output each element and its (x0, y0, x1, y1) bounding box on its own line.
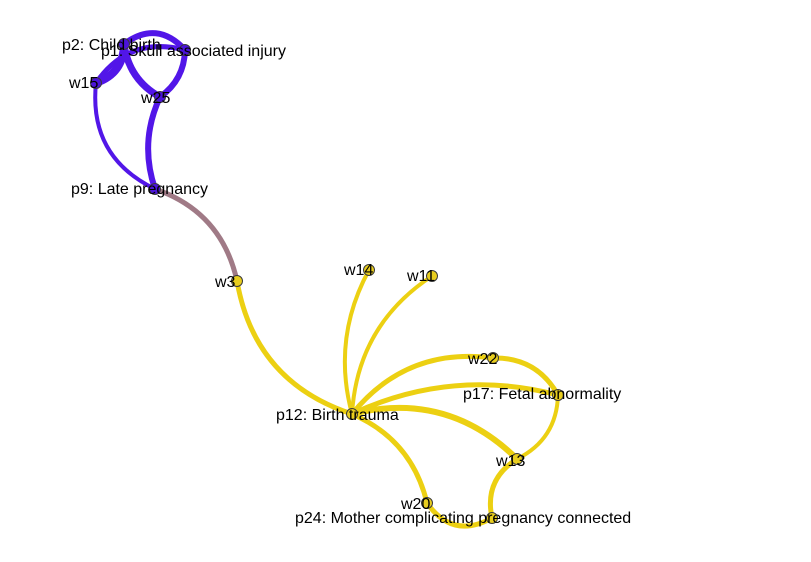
node-label-p1: p1: Skull associated injury (101, 43, 286, 60)
edge-p2-p1 (121, 30, 188, 53)
node-p17[interactable] (552, 389, 564, 401)
edge-w22-p17 (490, 355, 561, 398)
node-w3[interactable] (231, 275, 243, 287)
edge-p12-w13 (349, 405, 520, 462)
node-label-p12: p12: Birth trauma (276, 407, 399, 424)
edge-w13-p24 (487, 456, 520, 521)
node-label-w11: w11 (406, 268, 435, 285)
edge-p17-w13 (515, 393, 560, 461)
node-p9[interactable] (149, 183, 161, 195)
edges-layer (92, 30, 561, 529)
edge-p12-w14 (342, 268, 371, 416)
node-label-w20: w20 (400, 496, 430, 513)
node-w15[interactable] (90, 77, 102, 89)
node-w13[interactable] (511, 453, 523, 465)
node-label-w13: w13 (495, 453, 525, 470)
nodes-layer (90, 38, 564, 524)
node-p1[interactable] (179, 44, 191, 56)
node-w11[interactable] (426, 270, 438, 282)
node-w14[interactable] (363, 264, 375, 276)
edge-p9-w3 (152, 186, 240, 284)
node-label-w14: w14 (343, 262, 373, 279)
node-p24[interactable] (486, 512, 498, 524)
edge-w25-p9 (145, 94, 163, 192)
node-label-p2: p2: Child birth (62, 37, 161, 54)
node-label-p17: p17: Fetal abnormality (463, 386, 621, 403)
node-p2[interactable] (118, 38, 130, 50)
edge-p12-w20 (349, 411, 430, 506)
node-label-p24: p24: Mother complicating pregnancy conne… (295, 510, 631, 527)
edge-w15-p9 (93, 81, 157, 191)
node-w22[interactable] (487, 352, 499, 364)
edge-w3-p12 (234, 278, 355, 417)
edge-p2-w25 (120, 40, 164, 101)
edge-w20-p24 (424, 500, 495, 529)
node-label-w15: w15 (68, 75, 98, 92)
edge-p1-w15 (93, 44, 188, 86)
node-p12[interactable] (346, 408, 358, 420)
node-label-w3: w3 (214, 274, 236, 291)
edge-p12-w22 (349, 353, 496, 417)
node-label-w25: w25 (140, 90, 170, 107)
edge-p12-p17 (349, 382, 561, 417)
edge-p12-w11 (350, 274, 434, 416)
node-label-p9: p9: Late pregnancy (71, 181, 208, 198)
node-label-w22: w22 (467, 351, 497, 368)
node-w20[interactable] (421, 497, 433, 509)
node-w25[interactable] (154, 91, 166, 103)
